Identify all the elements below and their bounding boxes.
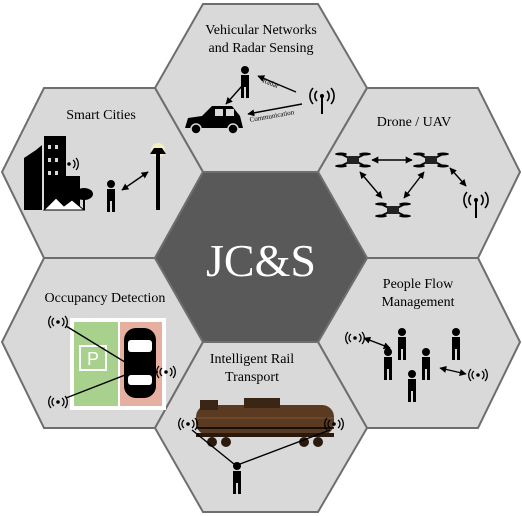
people-flow-tile: People Flow Management bbox=[345, 277, 488, 402]
occupancy-title: Occupancy Detection bbox=[45, 291, 166, 306]
drone-title: Drone / UAV bbox=[377, 115, 451, 130]
car-icon bbox=[185, 106, 243, 135]
smart-streetlight-icon bbox=[150, 143, 166, 210]
parking-sign: P bbox=[87, 349, 99, 369]
smart-cities-title: Smart Cities bbox=[66, 108, 136, 123]
parked-car-icon bbox=[124, 328, 156, 398]
vehicular-tile: Vehicular Networks and Radar Sensing Rad… bbox=[185, 23, 336, 135]
vehicular-title-line1: Vehicular Networks bbox=[205, 23, 317, 38]
hex-center bbox=[153, 171, 369, 343]
occupancy-tile: Occupancy Detection P bbox=[45, 291, 176, 410]
center-label: JC&S bbox=[206, 235, 316, 286]
rail-title-line2: Transport bbox=[225, 370, 279, 385]
people-flow-title-line1: People Flow bbox=[383, 277, 454, 292]
people-flow-title-line2: Management bbox=[381, 295, 454, 310]
drone-tile: Drone / UAV bbox=[334, 115, 490, 219]
rail-tile: Intelligent Rail Transport bbox=[178, 352, 344, 494]
rail-title-line1: Intelligent Rail bbox=[210, 352, 294, 367]
city-buildings-icon bbox=[24, 136, 93, 211]
vehicular-title-line2: and Radar Sensing bbox=[209, 41, 314, 56]
smart-cities-tile: Smart Cities bbox=[24, 108, 166, 212]
